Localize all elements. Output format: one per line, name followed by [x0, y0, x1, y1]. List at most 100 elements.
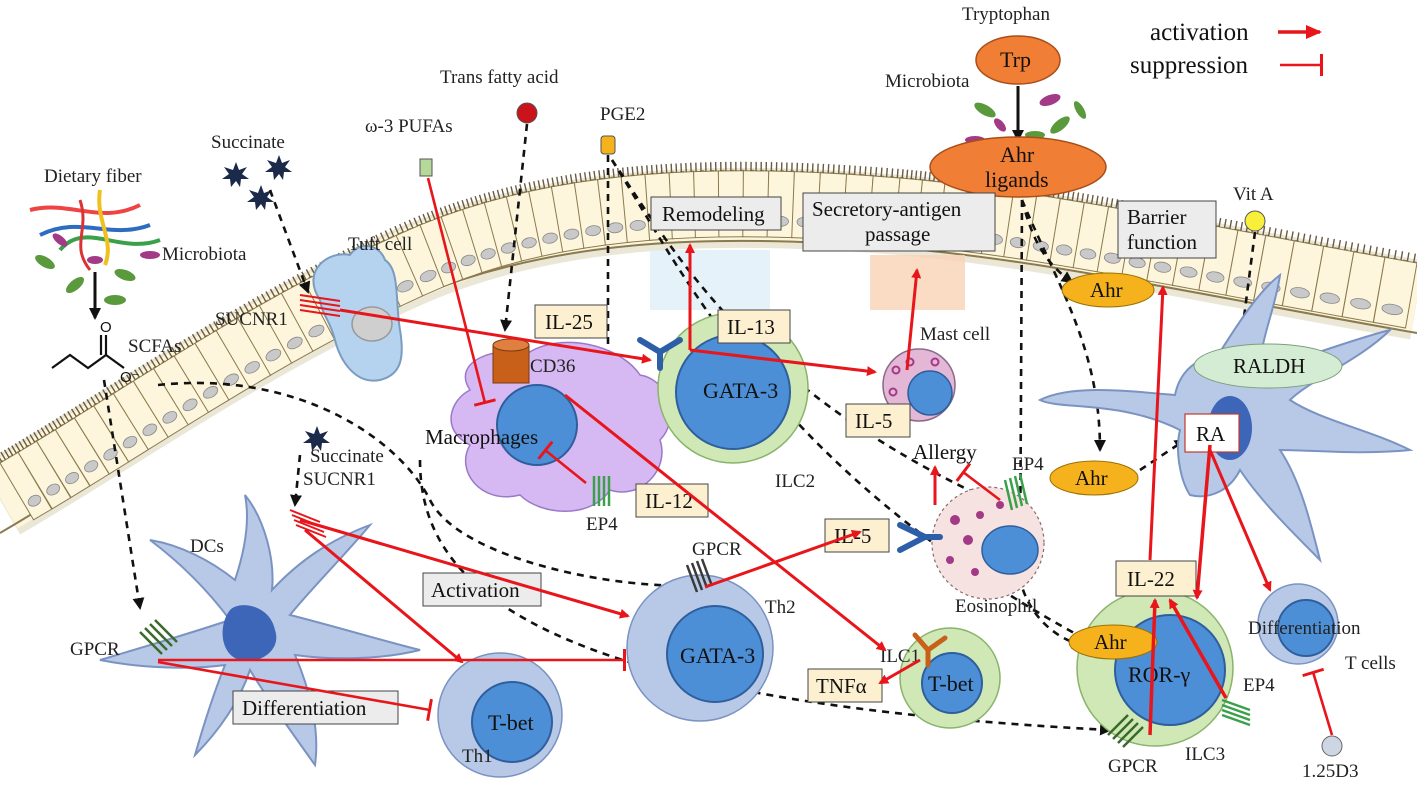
scfas-label: SCFAs [128, 336, 182, 357]
succinate-top-label: Succinate [211, 132, 285, 153]
microbiota-top-label: Microbiota [885, 71, 970, 92]
cd36-receptor [492, 338, 530, 384]
differentiation-text: Differentiation [242, 696, 367, 720]
activation-box [422, 572, 542, 607]
epithelial-cell [70, 399, 130, 475]
epithelial-cell [573, 170, 608, 249]
epithelial-cell [528, 178, 566, 257]
il12-text: IL-12 [645, 489, 693, 513]
barrier-text-2: function [1127, 230, 1197, 254]
il5-mast-box [845, 403, 911, 438]
activation-text: Activation [431, 578, 520, 602]
epithelial-cell [33, 422, 91, 499]
epithelial-cell [1341, 243, 1386, 323]
il12-box [635, 483, 709, 518]
gata3-ilc2-label: GATA-3 [703, 378, 778, 403]
epithelial-cell [505, 183, 545, 262]
macrophages-label: Macrophages [425, 425, 538, 449]
ahr-ligands-label-1: Ahr [1000, 142, 1035, 167]
succinate-mid-star [303, 426, 330, 451]
epithelial-cell [213, 311, 272, 389]
gpcr-th2-receptor [685, 558, 714, 593]
th2-cell [626, 574, 774, 722]
ilc2-label: ILC2 [775, 471, 815, 492]
dietary-fiber-label: Dietary fiber [44, 166, 142, 187]
pge2-node [600, 135, 616, 155]
omega3-node [419, 158, 433, 177]
svg-text:O⁻: O⁻ [120, 369, 140, 386]
vit-a-node [1244, 210, 1266, 232]
dietary-fiber-tangle [29, 189, 161, 305]
il22-box [1115, 560, 1197, 597]
ep4-ilc3-receptor [1221, 698, 1251, 727]
d3-node [1321, 735, 1343, 757]
remodeling-box [650, 196, 782, 231]
allergy-label: Allergy [913, 440, 977, 464]
mast-cell [882, 348, 956, 422]
trans-fatty-acid-label: Trans fatty acid [440, 67, 559, 88]
il25-receptor [637, 337, 683, 371]
il5-mast-text: IL-5 [855, 409, 892, 433]
barrier-box [1117, 200, 1217, 259]
tuft-cell-label: Tuft cell [348, 234, 412, 255]
ilc1-cell [899, 627, 1001, 729]
epithelial-cell [461, 194, 505, 274]
il13-text: IL-13 [727, 315, 775, 339]
vit-a-label: Vit A [1233, 184, 1274, 205]
t-cell [1257, 583, 1339, 665]
dc-left-cell [99, 494, 421, 768]
succinate-mid-label: Succinate [310, 446, 384, 467]
epithelial-cell [1281, 232, 1325, 312]
ep4-eosinophil-receptor [1003, 473, 1029, 511]
ror-label: ROR-γ [1128, 662, 1191, 687]
th1-cell [437, 652, 563, 778]
epithelial-cell [620, 165, 652, 243]
epithelial-cell [483, 188, 525, 268]
tnfa-text: TNFα [816, 674, 867, 698]
gpcr-ilc3-receptor [1107, 714, 1144, 748]
secretory-text-2: passage [865, 222, 930, 246]
epithelial-cell [394, 217, 448, 297]
differentiation-box [232, 690, 399, 725]
pge2-label: PGE2 [600, 104, 645, 125]
ilc1-label: ILC1 [880, 646, 920, 667]
dcs-label: DCs [190, 536, 224, 557]
ahr-ilc3-label: Ahr [1094, 630, 1127, 654]
raldh-label: RALDH [1233, 354, 1305, 378]
sucnr1-mid-label: SUCNR1 [303, 469, 376, 490]
eosinophil-label: Eosinophil [955, 596, 1037, 617]
ra-text: RA [1196, 422, 1226, 446]
suppression-lines [157, 177, 1334, 736]
tbet-ilc1-label: T-bet [928, 671, 974, 696]
epithelial-cell [14, 434, 72, 510]
eosinophil-receptor [897, 522, 943, 553]
ep4-macrophage-label: EP4 [586, 514, 618, 535]
epithelial-cell [278, 274, 336, 352]
ahr-dc-label: Ahr [1075, 466, 1108, 490]
ep4-macrophage-receptor [592, 476, 611, 506]
succinate-top-stars [222, 155, 292, 210]
ahr-ligands-node [929, 136, 1107, 198]
secretory-region [870, 255, 965, 310]
th2-label: Th2 [765, 597, 796, 618]
legend-suppression-label: suppression [1130, 52, 1249, 79]
gata3-th2-label: GATA-3 [680, 643, 755, 668]
barrier-text-1: Barrier [1127, 205, 1186, 229]
il13-box [717, 309, 791, 344]
epithelial-cell [1311, 237, 1355, 318]
scfa-structure: O O⁻ [51, 319, 140, 386]
ahr-ilc3-node [1068, 624, 1158, 660]
secretory-text-1: Secretory-antigen [812, 197, 962, 221]
epithelial-cell [234, 298, 293, 376]
svg-text:O: O [100, 319, 112, 336]
activation-arrows [299, 243, 1272, 736]
ahr-ligands-label-2: ligands [985, 167, 1049, 192]
d3-label: 1.25D3 [1302, 761, 1358, 782]
il22-text: IL-22 [1127, 567, 1175, 591]
ahr-epithelium-node [1061, 272, 1155, 308]
trp-node [975, 35, 1061, 85]
ahr-epithelium-label: Ahr [1090, 278, 1123, 302]
tryptophan-label: Tryptophan [962, 4, 1050, 25]
secretory-box [802, 192, 996, 252]
